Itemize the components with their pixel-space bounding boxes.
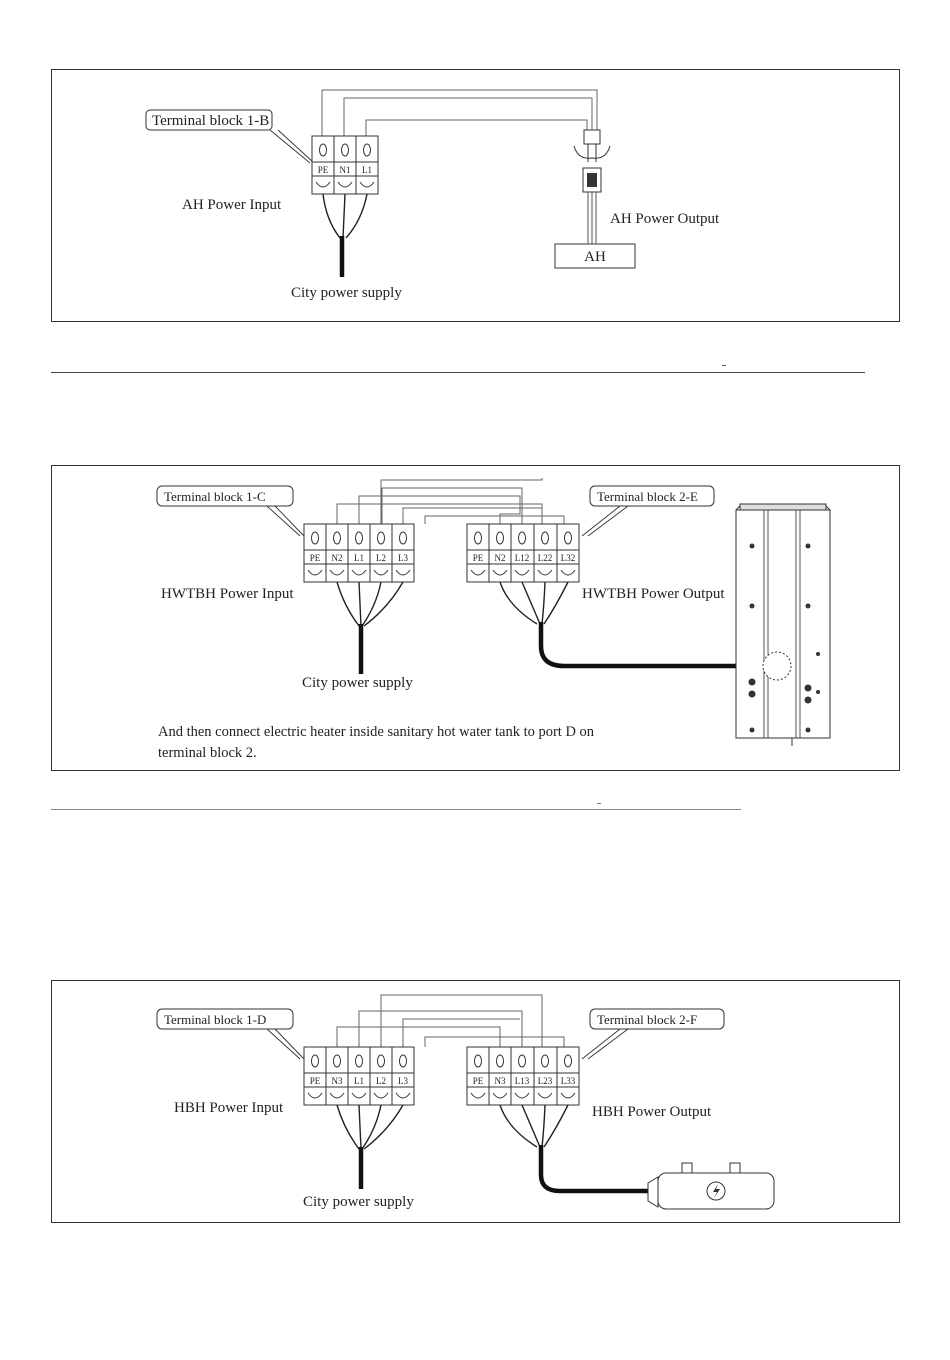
ah-device-label: AH — [584, 249, 606, 265]
ah-plug-connector — [573, 129, 611, 193]
terminal-n1: N1 — [340, 165, 351, 175]
terminal-pe: PE — [473, 553, 484, 563]
separator-tick — [597, 803, 601, 804]
separator-rule — [51, 372, 725, 373]
note-line-2: terminal block 2. — [158, 745, 257, 761]
terminal-block-1c: PE N2 L1 L2 L3 — [303, 523, 415, 583]
terminal-l2: L2 — [376, 1076, 386, 1086]
hbh-power-input-label: HBH Power Input — [174, 1100, 284, 1116]
terminal-pe: PE — [473, 1076, 484, 1086]
terminal-l1: L1 — [354, 1076, 364, 1086]
hwtbh-power-output-label: HWTBH Power Output — [582, 586, 725, 602]
separator-rule — [51, 809, 599, 810]
terminal-l22: L22 — [538, 553, 553, 563]
ah-power-input-label: AH Power Input — [182, 197, 282, 213]
separator-tick — [722, 365, 726, 366]
terminal-l33: L33 — [561, 1076, 576, 1086]
separator-rule — [599, 809, 741, 810]
hbh-wiring-diagram: Terminal block 1-D Terminal block 2-F PE… — [156, 994, 775, 1210]
terminal-block-1b: PE N1 L1 — [311, 135, 379, 195]
terminal-n3: N3 — [495, 1076, 506, 1086]
terminal-block-1b-label: Terminal block 1-B — [152, 113, 269, 129]
city-power-supply-label: City power supply — [291, 285, 402, 301]
terminal-pe: PE — [318, 165, 329, 175]
terminal-l3: L3 — [398, 553, 408, 563]
terminal-n2: N2 — [332, 553, 343, 563]
terminal-block-1c-label: Terminal block 1-C — [164, 489, 266, 504]
terminal-block-2f: PE N3 L13 L23 L33 — [466, 1046, 580, 1106]
hbh-wiring-panel: Terminal block 1-D Terminal block 2-F PE… — [51, 980, 900, 1223]
terminal-pe: PE — [310, 1076, 321, 1086]
terminal-block-1d: PE N3 L1 L2 L3 — [303, 1046, 415, 1106]
terminal-l32: L32 — [561, 553, 576, 563]
ah-power-output-label: AH Power Output — [610, 211, 720, 227]
hwtbh-note: And then connect electric heater inside … — [158, 722, 594, 764]
hwtbh-wiring-diagram: Terminal block 1-C Terminal block 2-E PE… — [156, 478, 831, 746]
separator-rule — [725, 372, 865, 373]
terminal-pe: PE — [310, 553, 321, 563]
terminal-n3: N3 — [332, 1076, 343, 1086]
ah-device-box — [554, 243, 636, 269]
terminal-n2: N2 — [495, 553, 506, 563]
note-line-1: And then connect electric heater inside … — [158, 724, 595, 740]
terminal-l13: L13 — [515, 1076, 530, 1086]
terminal-block-2e: PE N2 L12 L22 L32 — [466, 523, 580, 583]
terminal-l3: L3 — [398, 1076, 408, 1086]
hwtbh-power-input-label: HWTBH Power Input — [161, 586, 294, 602]
terminal-block-1d-label: Terminal block 1-D — [164, 1012, 266, 1027]
terminal-l1: L1 — [354, 553, 364, 563]
terminal-l23: L23 — [538, 1076, 553, 1086]
hbh-power-output-label: HBH Power Output — [592, 1104, 712, 1120]
terminal-l2: L2 — [376, 553, 386, 563]
hwtbh-wiring-panel: Terminal block 1-C Terminal block 2-E PE… — [51, 465, 900, 771]
terminal-block-2f-label: Terminal block 2-F — [597, 1012, 697, 1027]
terminal-l12: L12 — [515, 553, 530, 563]
ah-wiring-panel: Terminal block 1-B PE N1 L1 AH Power Inp… — [51, 69, 900, 322]
hot-water-tank-illustration — [735, 503, 831, 746]
city-power-supply-label: City power supply — [302, 675, 413, 691]
city-power-supply-label: City power supply — [303, 1194, 414, 1210]
ah-wiring-diagram: Terminal block 1-B PE N1 L1 AH Power Inp… — [145, 89, 720, 301]
terminal-block-2e-label: Terminal block 2-E — [597, 489, 698, 504]
terminal-l1: L1 — [362, 165, 372, 175]
backup-heater-illustration — [647, 1162, 775, 1210]
